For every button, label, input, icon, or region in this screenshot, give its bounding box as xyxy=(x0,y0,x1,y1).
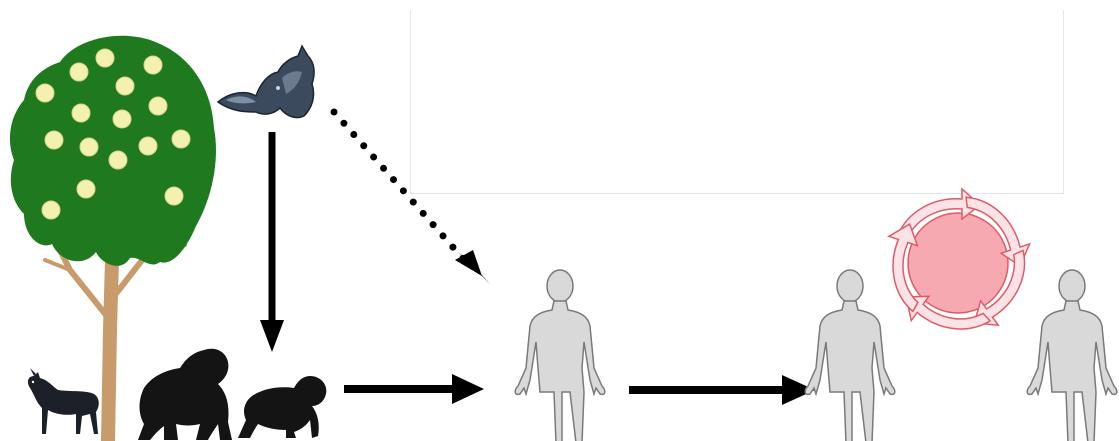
chimpanzee-to-human-arrow xyxy=(344,374,484,404)
human-figure-icon xyxy=(804,269,896,441)
bat-to-human-dotted-arrow xyxy=(330,108,490,284)
gorilla-icon xyxy=(138,348,232,440)
chimpanzee-icon xyxy=(238,376,327,438)
human-figure-icon xyxy=(514,269,606,441)
bat-to-chimpanzee-arrow xyxy=(260,132,284,352)
human-figure-icon xyxy=(1026,269,1118,441)
fruit-tree-icon xyxy=(9,35,216,441)
bat-icon xyxy=(216,44,315,119)
circular-arrows-icon xyxy=(887,187,1031,330)
human-to-human-arrow xyxy=(629,375,815,405)
blank-caption-panel xyxy=(410,10,1064,194)
antelope-icon xyxy=(27,368,99,434)
